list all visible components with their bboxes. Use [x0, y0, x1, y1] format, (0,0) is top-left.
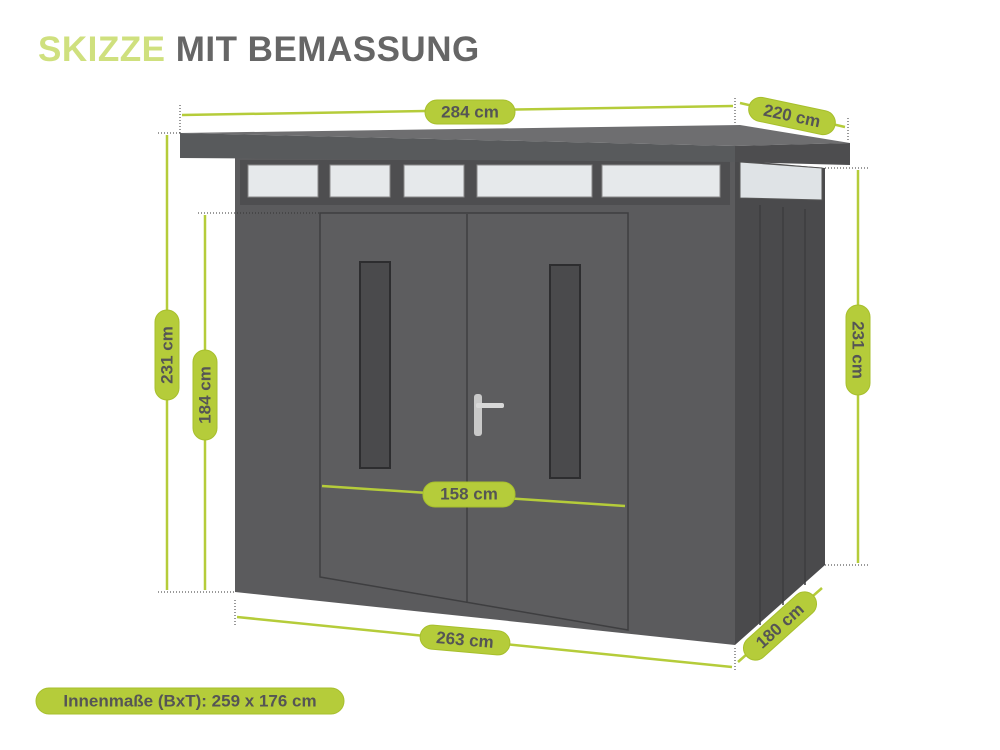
label-door-height: 184 cm [192, 349, 218, 441]
door-window-left [359, 261, 391, 469]
label-door-width: 158 cm [422, 481, 516, 508]
door-window-right [549, 264, 581, 479]
svg-text:284 cm: 284 cm [441, 103, 499, 122]
side-transom [739, 161, 823, 201]
transom-windows [247, 164, 721, 198]
svg-text:231 cm: 231 cm [849, 321, 868, 379]
svg-text:Innenmaße (BxT): 259 x 176 cm: Innenmaße (BxT): 259 x 176 cm [63, 692, 316, 711]
shed [180, 125, 850, 645]
title-main: MIT BEMASSUNG [175, 30, 480, 69]
door-handle-icon [474, 394, 504, 436]
label-height-right: 231 cm [845, 304, 871, 396]
inner-dimensions-badge: Innenmaße (BxT): 259 x 176 cm [35, 687, 345, 715]
page-title: SKIZZE MIT BEMASSUNG [38, 30, 480, 70]
roof [180, 125, 850, 146]
svg-text:158 cm: 158 cm [440, 485, 498, 504]
svg-text:231 cm: 231 cm [158, 326, 177, 384]
label-base-width: 263 cm [419, 624, 511, 656]
label-roof-width: 284 cm [424, 99, 516, 125]
guide-lines [158, 98, 870, 670]
side-wall [735, 160, 825, 645]
label-height-left: 231 cm [154, 309, 180, 401]
svg-text:263 cm: 263 cm [435, 628, 494, 652]
title-highlight: SKIZZE [38, 30, 166, 69]
roof-edge [180, 133, 735, 162]
svg-text:184 cm: 184 cm [196, 366, 215, 424]
